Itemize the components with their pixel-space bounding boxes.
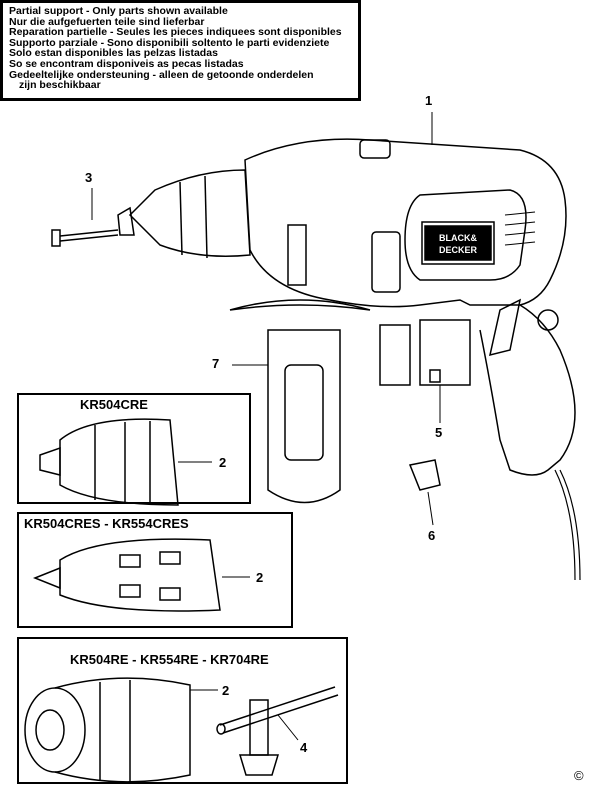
variant-title-cres: KR504CRES - KR554CRES — [24, 516, 189, 531]
callout-1: 1 — [425, 93, 433, 108]
chuck-re-illustration — [24, 677, 191, 783]
callout-3: 3 — [85, 170, 93, 185]
variant-box-cres — [17, 512, 293, 628]
notice-line: zijn beschikbaar — [19, 79, 101, 92]
callout-4: 4 — [300, 740, 308, 755]
notice-line: So se encontram disponiveis as pecas lis… — [9, 57, 244, 70]
availability-notice: Partial support - Only parts shown avail… — [0, 0, 361, 101]
svg-text:BLACK&: BLACK& — [439, 233, 477, 243]
notice-line: Partial support - Only parts shown avail… — [9, 5, 228, 17]
notice-line: Reparation partielle - Seules les pieces… — [9, 26, 342, 39]
variant-box-cre — [17, 393, 251, 504]
switch-illustration — [379, 319, 471, 386]
svg-text:DECKER: DECKER — [439, 245, 478, 255]
chuck-cre-illustration — [39, 418, 179, 506]
notice-line: Supporto parziale - Sono disponibili sol… — [9, 36, 330, 49]
variant-box-re — [17, 637, 348, 784]
callout-7: 7 — [212, 356, 220, 371]
notice-line: Solo estan disponibles las pelzas listad… — [9, 47, 218, 60]
callout-6: 6 — [428, 528, 436, 543]
callout-5: 5 — [435, 425, 443, 440]
chuck-cres-illustration — [32, 538, 221, 612]
callout-2-cres: 2 — [256, 570, 264, 585]
callout-2-cre: 2 — [219, 455, 227, 470]
chuck-key-illustration — [216, 686, 339, 776]
screw-illustration — [51, 229, 119, 247]
switch-clip-illustration — [408, 459, 441, 491]
side-handle-illustration — [229, 224, 371, 504]
copyright-mark: © — [574, 768, 584, 783]
variant-title-re: KR504RE - KR554RE - KR704RE — [70, 652, 269, 667]
notice-line: Gedeeltelijke ondersteuning - alleen de … — [9, 68, 314, 81]
main-chuck-illustration — [117, 169, 251, 259]
notice-line: Nur die aufgefuerten teile sind lieferba… — [9, 15, 205, 28]
drill-body-illustration: BLACK& DECKER — [244, 138, 581, 581]
callout-2-re: 2 — [222, 683, 230, 698]
variant-title-cre: KR504CRE — [80, 397, 148, 412]
brand-logo: BLACK& DECKER — [421, 221, 495, 265]
leader-lines — [91, 112, 441, 741]
